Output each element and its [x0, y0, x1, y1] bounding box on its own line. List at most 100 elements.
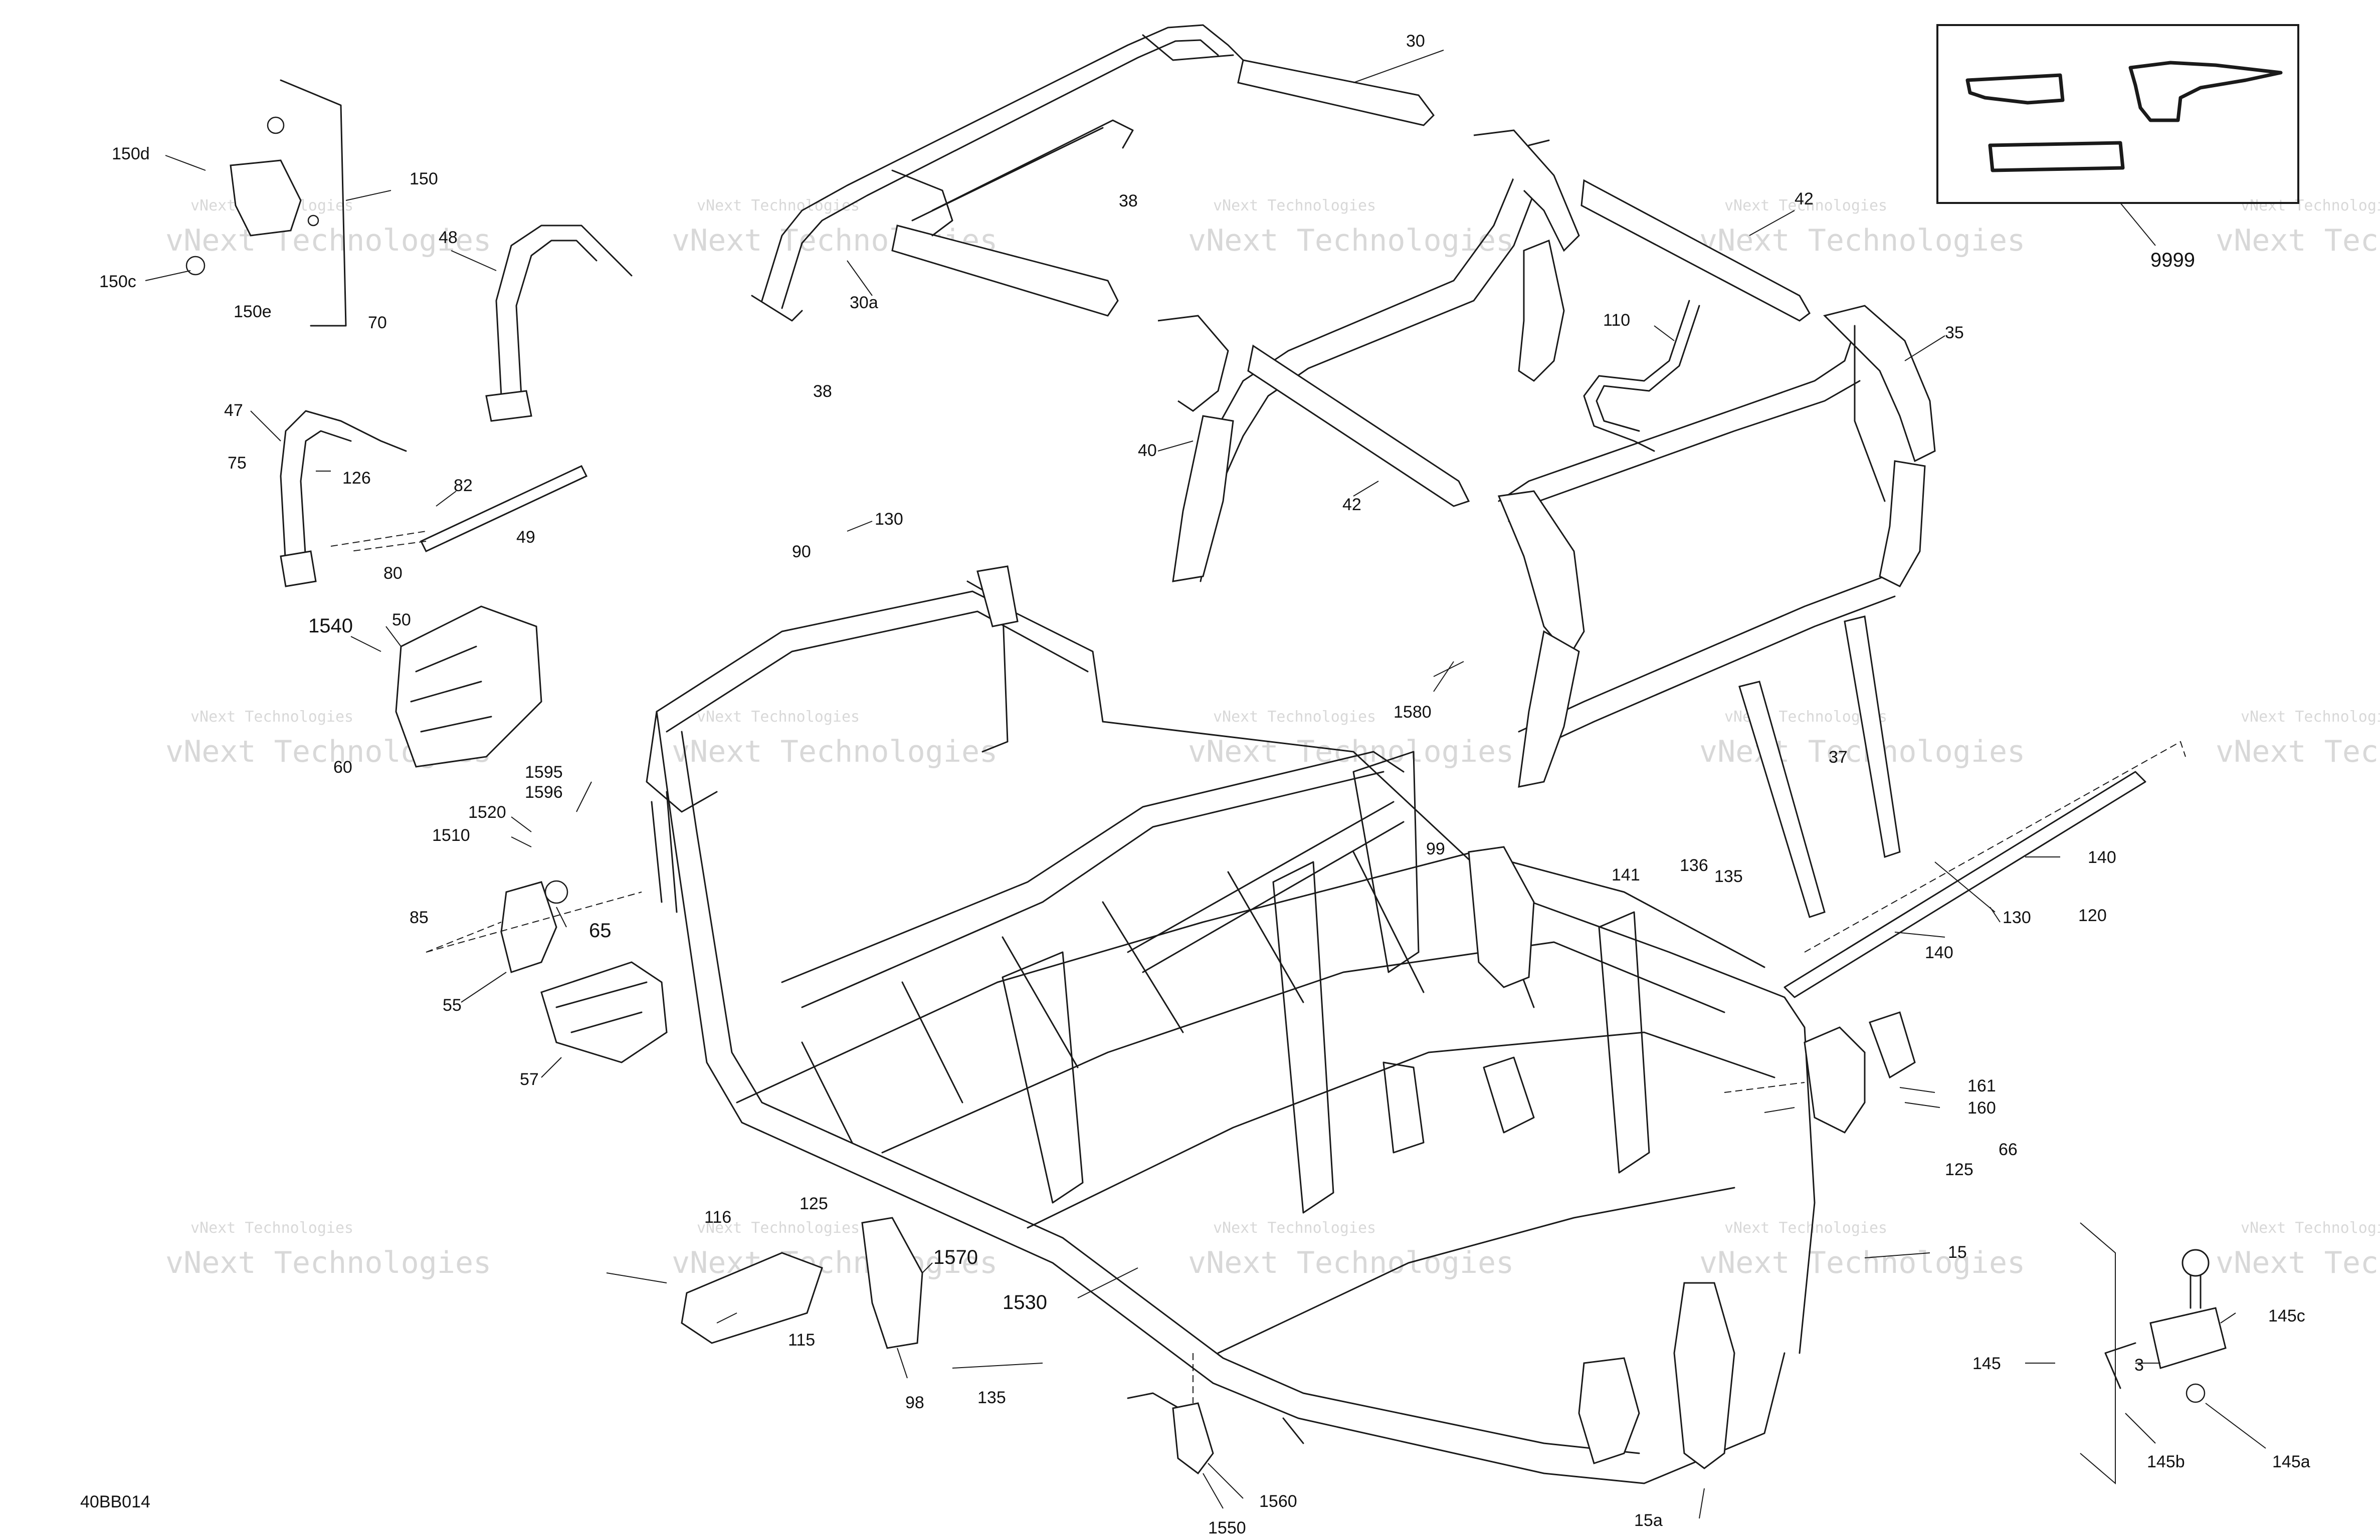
callout-150[interactable]: 150: [410, 169, 438, 188]
leader-line: [1353, 481, 1379, 497]
callout-82[interactable]: 82: [454, 476, 473, 495]
callout-47[interactable]: 47: [224, 401, 243, 420]
callout-85[interactable]: 85: [410, 908, 429, 927]
roof-tube-right: [1237, 59, 1435, 126]
callout-135[interactable]: 135: [977, 1388, 1006, 1407]
callout-40[interactable]: 40: [1138, 441, 1157, 460]
callout-30[interactable]: 30: [1406, 32, 1425, 51]
callout-99[interactable]: 99: [1426, 839, 1445, 858]
callout-3[interactable]: 3: [2134, 1356, 2144, 1375]
rops-roof-frame[interactable]: [751, 24, 1435, 322]
part-57-bracket[interactable]: [540, 961, 668, 1063]
callout-9999[interactable]: 9999: [2150, 249, 2195, 271]
part-49-plate[interactable]: [330, 465, 588, 552]
callout-42[interactable]: 42: [1795, 189, 1814, 208]
callout-150c[interactable]: 150c: [99, 272, 136, 291]
part-161-bracket[interactable]: [1724, 1011, 1916, 1134]
callout-65[interactable]: 65: [589, 920, 612, 942]
callout-15[interactable]: 15: [1948, 1243, 1967, 1262]
rail-body: [1783, 771, 2146, 998]
callout-116[interactable]: 116: [704, 1208, 731, 1227]
rops-tube-42-right[interactable]: [1580, 179, 1811, 322]
callout-145c[interactable]: 145c: [2268, 1306, 2305, 1326]
callout-145b[interactable]: 145b: [2147, 1452, 2185, 1471]
callout-1560[interactable]: 1560: [1259, 1492, 1297, 1511]
leader-line: [2120, 202, 2156, 246]
callout-1595[interactable]: 1595: [525, 763, 563, 782]
part-150-group[interactable]: [185, 79, 347, 327]
callout-1596[interactable]: 1596: [525, 783, 563, 802]
callout-38[interactable]: 38: [813, 382, 832, 401]
callout-1520[interactable]: 1520: [468, 803, 506, 822]
callout-1530[interactable]: 1530: [1003, 1291, 1047, 1313]
callout-145a[interactable]: 145a: [2272, 1452, 2310, 1471]
leader-line: [511, 816, 532, 832]
callout-120[interactable]: 120: [2078, 906, 2107, 925]
callout-160[interactable]: 160: [1967, 1098, 1996, 1118]
rear-rops[interactable]: [1497, 305, 1936, 788]
callout-50[interactable]: 50: [392, 610, 411, 629]
part-47-handle[interactable]: [280, 410, 407, 587]
callout-1580[interactable]: 1580: [1394, 703, 1432, 722]
callout-136[interactable]: 136: [1680, 856, 1708, 875]
part-50-bracket[interactable]: [395, 605, 542, 768]
callout-37[interactable]: 37: [1829, 748, 1848, 767]
callout-90[interactable]: 90: [792, 542, 811, 561]
callout-145[interactable]: 145: [1972, 1354, 2001, 1373]
chassis-b-pillar-left: [1002, 951, 1084, 1204]
rear-rail-120[interactable]: [1783, 741, 2186, 998]
callout-140[interactable]: 140: [2088, 848, 2116, 867]
part-115-bracket[interactable]: [681, 1252, 823, 1344]
grab-handle-110[interactable]: [1583, 300, 1700, 452]
callout-57[interactable]: 57: [520, 1070, 539, 1089]
callout-110[interactable]: 110: [1603, 311, 1630, 330]
part-55-bracket[interactable]: [426, 880, 642, 973]
callout-130[interactable]: 130: [2003, 908, 2031, 927]
bracket-part: [2128, 61, 2283, 122]
part-1550-bracket[interactable]: [1172, 1353, 1214, 1475]
callout-115[interactable]: 115: [788, 1331, 815, 1350]
inset-9999[interactable]: [1936, 24, 2299, 246]
callout-1570[interactable]: 1570: [933, 1246, 978, 1268]
callout-38[interactable]: 38: [1119, 191, 1138, 210]
callout-49[interactable]: 49: [516, 528, 535, 547]
callout-140[interactable]: 140: [1925, 943, 1953, 962]
watermark-text: vNext Technologies: [2216, 223, 2380, 258]
callout-135[interactable]: 135: [1714, 867, 1743, 886]
callout-150e[interactable]: 150e: [234, 302, 272, 321]
callout-130[interactable]: 130: [875, 510, 903, 529]
callout-66[interactable]: 66: [1999, 1140, 2018, 1159]
rear-struts-37[interactable]: [1738, 615, 1901, 918]
main-chassis-frame[interactable]: [646, 565, 1816, 1484]
leader-line: [451, 250, 497, 271]
front-rops-left-bracket: [1157, 315, 1229, 412]
callout-125[interactable]: 125: [1945, 1160, 1973, 1179]
callout-75[interactable]: 75: [228, 454, 247, 473]
callout-42[interactable]: 42: [1342, 495, 1361, 514]
callout-48[interactable]: 48: [439, 228, 458, 247]
callout-1550[interactable]: 1550: [1208, 1518, 1246, 1537]
part-98-bracket[interactable]: [861, 1217, 1043, 1369]
callout-80[interactable]: 80: [383, 564, 403, 583]
callout-141[interactable]: 141: [1612, 865, 1640, 885]
callout-150d[interactable]: 150d: [112, 144, 150, 163]
callout-35[interactable]: 35: [1945, 323, 1964, 342]
callout-126[interactable]: 126: [342, 469, 371, 488]
callout-70[interactable]: 70: [368, 313, 387, 332]
callout-125[interactable]: 125: [800, 1194, 828, 1213]
callout-55[interactable]: 55: [443, 996, 462, 1015]
callout-15a[interactable]: 15a: [1634, 1511, 1663, 1530]
leader-line: [1899, 1087, 1935, 1093]
part-99-bracket[interactable]: [1468, 846, 1535, 988]
bracket-50: [395, 605, 542, 768]
front-rops[interactable]: [1157, 129, 1580, 582]
part-48-handle[interactable]: [485, 225, 633, 422]
callout-1540[interactable]: 1540: [308, 615, 353, 637]
part-145-hitch[interactable]: [2080, 1222, 2227, 1485]
callout-30a[interactable]: 30a: [850, 293, 878, 312]
callout-98[interactable]: 98: [905, 1393, 924, 1412]
callout-60[interactable]: 60: [333, 758, 352, 777]
leader-line: [385, 626, 402, 647]
callout-1510[interactable]: 1510: [432, 826, 470, 845]
callout-161[interactable]: 161: [1967, 1076, 1996, 1095]
